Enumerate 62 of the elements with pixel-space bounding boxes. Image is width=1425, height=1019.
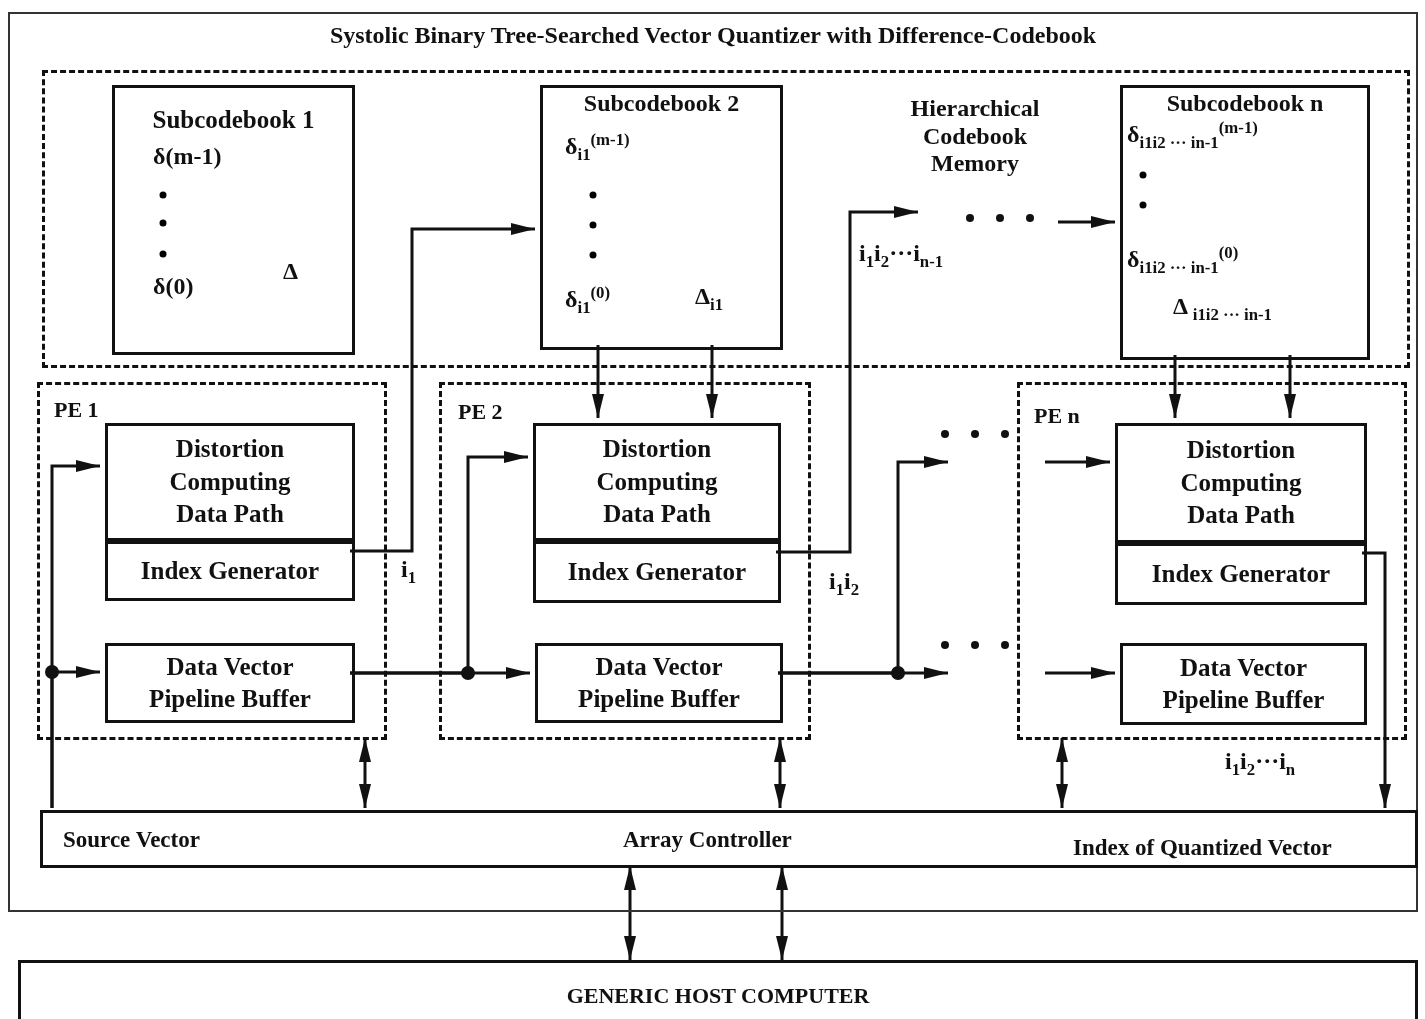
process-box — [105, 541, 355, 601]
arrow — [1058, 216, 1115, 228]
process-box — [105, 643, 355, 723]
box-label: Distortion Computing Data Path — [595, 434, 719, 530]
process-box — [535, 643, 783, 723]
process-box — [533, 541, 781, 603]
process-box — [1120, 643, 1367, 725]
arrow — [1284, 355, 1296, 418]
heading: PE n — [1034, 403, 1080, 429]
box-label: Distortion Computing Data Path — [168, 434, 292, 530]
heading: Subcodebook 2 — [582, 90, 741, 118]
arrow — [778, 667, 948, 679]
arrow — [774, 738, 786, 808]
arrow — [1045, 456, 1110, 468]
processing-element-frame — [37, 382, 387, 740]
system-frame — [8, 12, 1418, 912]
arrow — [1169, 355, 1181, 418]
processing-element-frame — [1017, 382, 1407, 740]
arrow — [624, 866, 636, 960]
label-text: Array Controller — [623, 827, 792, 854]
arrow — [350, 667, 530, 679]
process-box — [1115, 423, 1367, 543]
label-text: Systolic Binary Tree-Searched Vector Quantizer with Difference-Codebook — [328, 22, 1098, 50]
heading: Subcodebook 1 — [151, 106, 316, 135]
formula-text: Δ — [283, 258, 299, 286]
formula-text: δ(0) — [153, 273, 194, 301]
codebook-box — [1120, 85, 1370, 360]
heading: Subcodebook n — [1165, 90, 1325, 118]
arrow — [776, 866, 788, 960]
arrow — [1362, 551, 1391, 808]
box-label: Data Vector Pipeline Buffer — [148, 651, 312, 714]
box-label: Index Generator — [140, 555, 320, 586]
arrow — [1056, 738, 1068, 808]
heading: PE 1 — [54, 397, 99, 423]
process-box — [105, 423, 355, 541]
arrow — [359, 738, 371, 808]
formula-text: Δ$_{i1}$ — [695, 283, 724, 315]
box-label: Index Generator — [1151, 558, 1331, 589]
label-text: GENERIC HOST COMPUTER — [565, 983, 871, 1009]
codebook-box — [112, 85, 355, 355]
process-box — [533, 423, 781, 541]
heading: Hierarchical Codebook Memory — [909, 95, 1041, 178]
arrow — [350, 223, 535, 553]
host-computer-box — [18, 960, 1418, 1019]
controller-bar — [40, 810, 1418, 868]
formula-text: δ(m-1) — [153, 143, 222, 171]
label-text: Index of Quantized Vector — [1073, 835, 1332, 862]
heading: PE 2 — [458, 399, 503, 425]
process-box — [1115, 543, 1367, 605]
codebook-box — [540, 85, 783, 350]
arrow — [50, 666, 100, 808]
box-label: Index Generator — [567, 556, 747, 587]
arrow — [706, 345, 718, 418]
label-text: Source Vector — [63, 827, 200, 854]
arrow — [592, 345, 604, 418]
box-label: Distortion Computing Data Path — [1179, 435, 1303, 531]
arrow — [776, 206, 918, 554]
formula-text: Δ $_{i1i2 ··· in-1}$ — [1173, 293, 1272, 325]
box-label: Data Vector Pipeline Buffer — [1161, 652, 1326, 715]
arrow — [1045, 667, 1115, 679]
processing-element-frame — [439, 382, 811, 740]
box-label: Data Vector Pipeline Buffer — [577, 651, 741, 714]
